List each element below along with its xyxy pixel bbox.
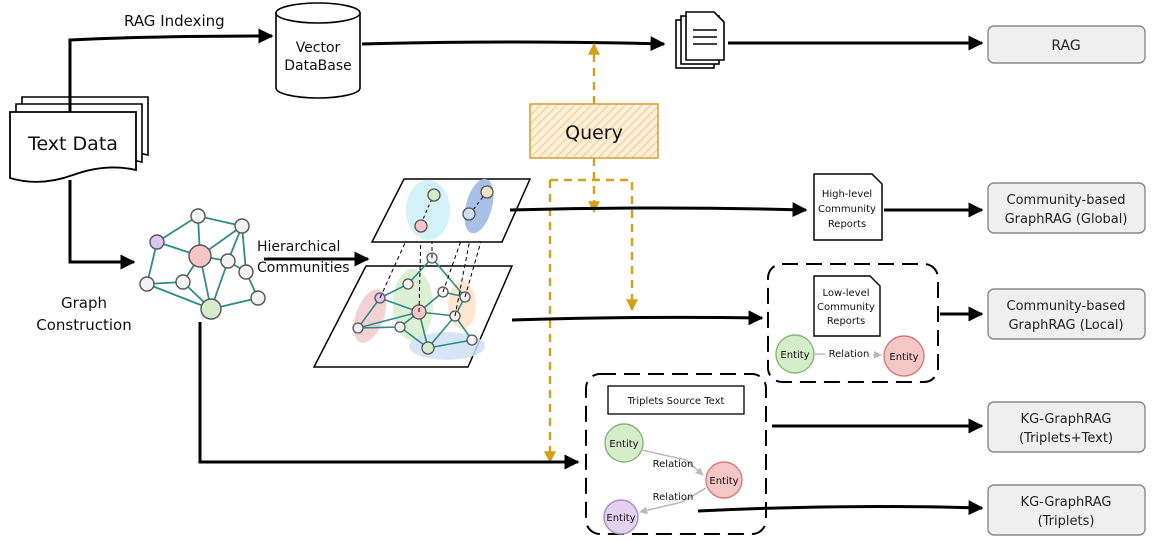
output-global: Community-based GraphRAG (Global) xyxy=(987,182,1146,234)
community-planes xyxy=(312,178,532,368)
vector-database-node: Vector DataBase xyxy=(275,2,361,99)
output-global-line1: Community-based xyxy=(1007,193,1126,208)
graph-construction-line1: Graph xyxy=(61,294,107,312)
output-kg-triplets: KG-GraphRAG (Triplets) xyxy=(987,484,1146,536)
output-global-line2: GraphRAG (Global) xyxy=(1005,212,1128,227)
low-level-group: Low-level Community Reports Entity Entit… xyxy=(767,263,939,383)
low-level-line2: Community xyxy=(817,302,875,313)
hierarchical-line1: Hierarchical xyxy=(257,239,340,255)
documents-icon xyxy=(675,11,725,69)
high-level-line2: Community xyxy=(818,204,876,215)
high-level-line1: High-level xyxy=(822,189,872,200)
arrow-text-to-vectordb xyxy=(68,28,274,112)
low-entity-2: Entity xyxy=(889,352,918,363)
query-dashed-arrows xyxy=(544,42,638,464)
output-kg-triplets-line2: (Triplets) xyxy=(1038,514,1095,529)
output-kg-text-line2: (Triplets+Text) xyxy=(1019,431,1113,446)
hierarchical-line2: Communities xyxy=(257,260,350,276)
low-relation: Relation xyxy=(829,349,870,360)
vector-db-label-line1: Vector xyxy=(296,40,341,56)
arrow-plane-to-highlevel xyxy=(509,202,808,218)
output-local: Community-based GraphRAG (Local) xyxy=(987,288,1146,340)
rag-indexing-label: RAG Indexing xyxy=(124,12,225,30)
output-kg-text: KG-GraphRAG (Triplets+Text) xyxy=(987,401,1146,453)
query-label: Query xyxy=(565,122,623,144)
low-entity-1: Entity xyxy=(780,350,809,361)
output-kg-text-line1: KG-GraphRAG xyxy=(1021,412,1112,427)
text-data-label: Text Data xyxy=(27,133,118,155)
high-level-reports-node: High-level Community Reports xyxy=(813,173,883,241)
trip-entity-2: Entity xyxy=(709,476,738,487)
arrow-triplets-to-kgtriplets xyxy=(697,500,984,516)
query-node: Query xyxy=(529,103,659,159)
trip-entity-1: Entity xyxy=(609,439,638,450)
arrow-text-to-graph xyxy=(68,180,136,270)
low-level-line3: Reports xyxy=(827,316,865,327)
arrow-vectordb-to-docs xyxy=(361,36,666,52)
output-rag-label: RAG xyxy=(1051,38,1080,54)
triplets-source-text: Triplets Source Text xyxy=(627,396,725,407)
arrow-plane-to-lowlevel xyxy=(511,310,764,326)
knowledge-graph-nodes xyxy=(139,208,266,320)
text-data-node: Text Data xyxy=(9,96,149,183)
trip-entity-3: Entity xyxy=(606,513,635,524)
high-level-line3: Reports xyxy=(828,219,866,230)
triplets-group: Triplets Source Text Entity Entity Entit… xyxy=(585,373,767,535)
trip-relation-1: Relation xyxy=(653,459,694,470)
output-kg-triplets-line1: KG-GraphRAG xyxy=(1021,495,1112,510)
output-local-line2: GraphRAG (Local) xyxy=(1008,318,1123,333)
trip-relation-2: Relation xyxy=(653,492,694,503)
vector-db-label-line2: DataBase xyxy=(284,58,352,74)
low-level-line1: Low-level xyxy=(822,288,869,299)
arrow-graph-to-triplets xyxy=(198,322,580,470)
graph-construction-line2: Construction xyxy=(36,316,132,334)
output-local-line1: Community-based xyxy=(1007,299,1126,314)
output-rag: RAG xyxy=(987,25,1146,64)
